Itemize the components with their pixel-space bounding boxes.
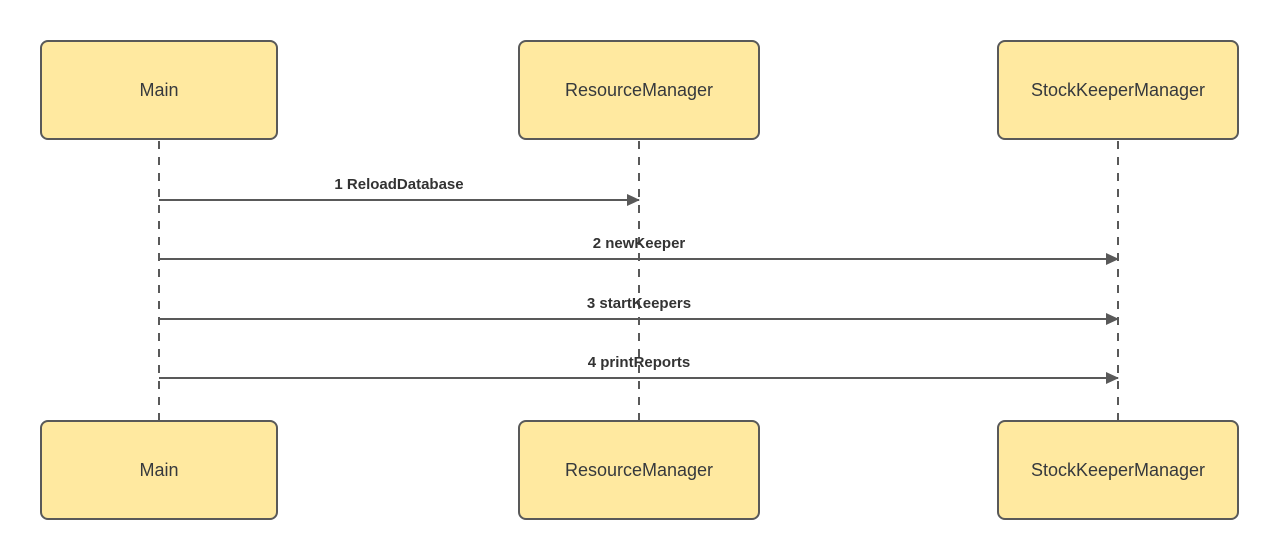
actor-label: Main bbox=[139, 79, 179, 100]
actor-box-stockkeepermanager-bottom: StockKeeperManager bbox=[997, 420, 1239, 520]
message-label-reloaddatabase: 1 ReloadDatabase bbox=[334, 176, 464, 193]
actor-box-main-bottom: Main bbox=[40, 420, 278, 520]
actor-box-stockkeepermanager-top: StockKeeperManager bbox=[997, 40, 1239, 140]
actor-label: Main bbox=[139, 459, 179, 480]
message-label-startkeepers: 3 startKeepers bbox=[586, 295, 692, 312]
message-arrow-newkeeper bbox=[159, 258, 1118, 260]
message-arrow-printreports bbox=[159, 377, 1118, 379]
actor-box-main-top: Main bbox=[40, 40, 278, 140]
message-arrow-reloaddatabase bbox=[159, 199, 639, 201]
message-label-printreports: 4 printReports bbox=[587, 354, 691, 371]
lifeline-main bbox=[158, 141, 160, 420]
actor-box-resourcemanager-top: ResourceManager bbox=[518, 40, 760, 140]
actor-label: ResourceManager bbox=[564, 79, 714, 100]
message-label-newkeeper: 2 newKeeper bbox=[592, 235, 686, 252]
actor-box-resourcemanager-bottom: ResourceManager bbox=[518, 420, 760, 520]
actor-label: StockKeeperManager bbox=[1030, 459, 1206, 480]
lifeline-stockkeepermanager bbox=[1117, 141, 1119, 420]
message-arrow-startkeepers bbox=[159, 318, 1118, 320]
actor-label: StockKeeperManager bbox=[1030, 79, 1206, 100]
actor-label: ResourceManager bbox=[564, 459, 714, 480]
lifeline-resourcemanager bbox=[638, 141, 640, 420]
